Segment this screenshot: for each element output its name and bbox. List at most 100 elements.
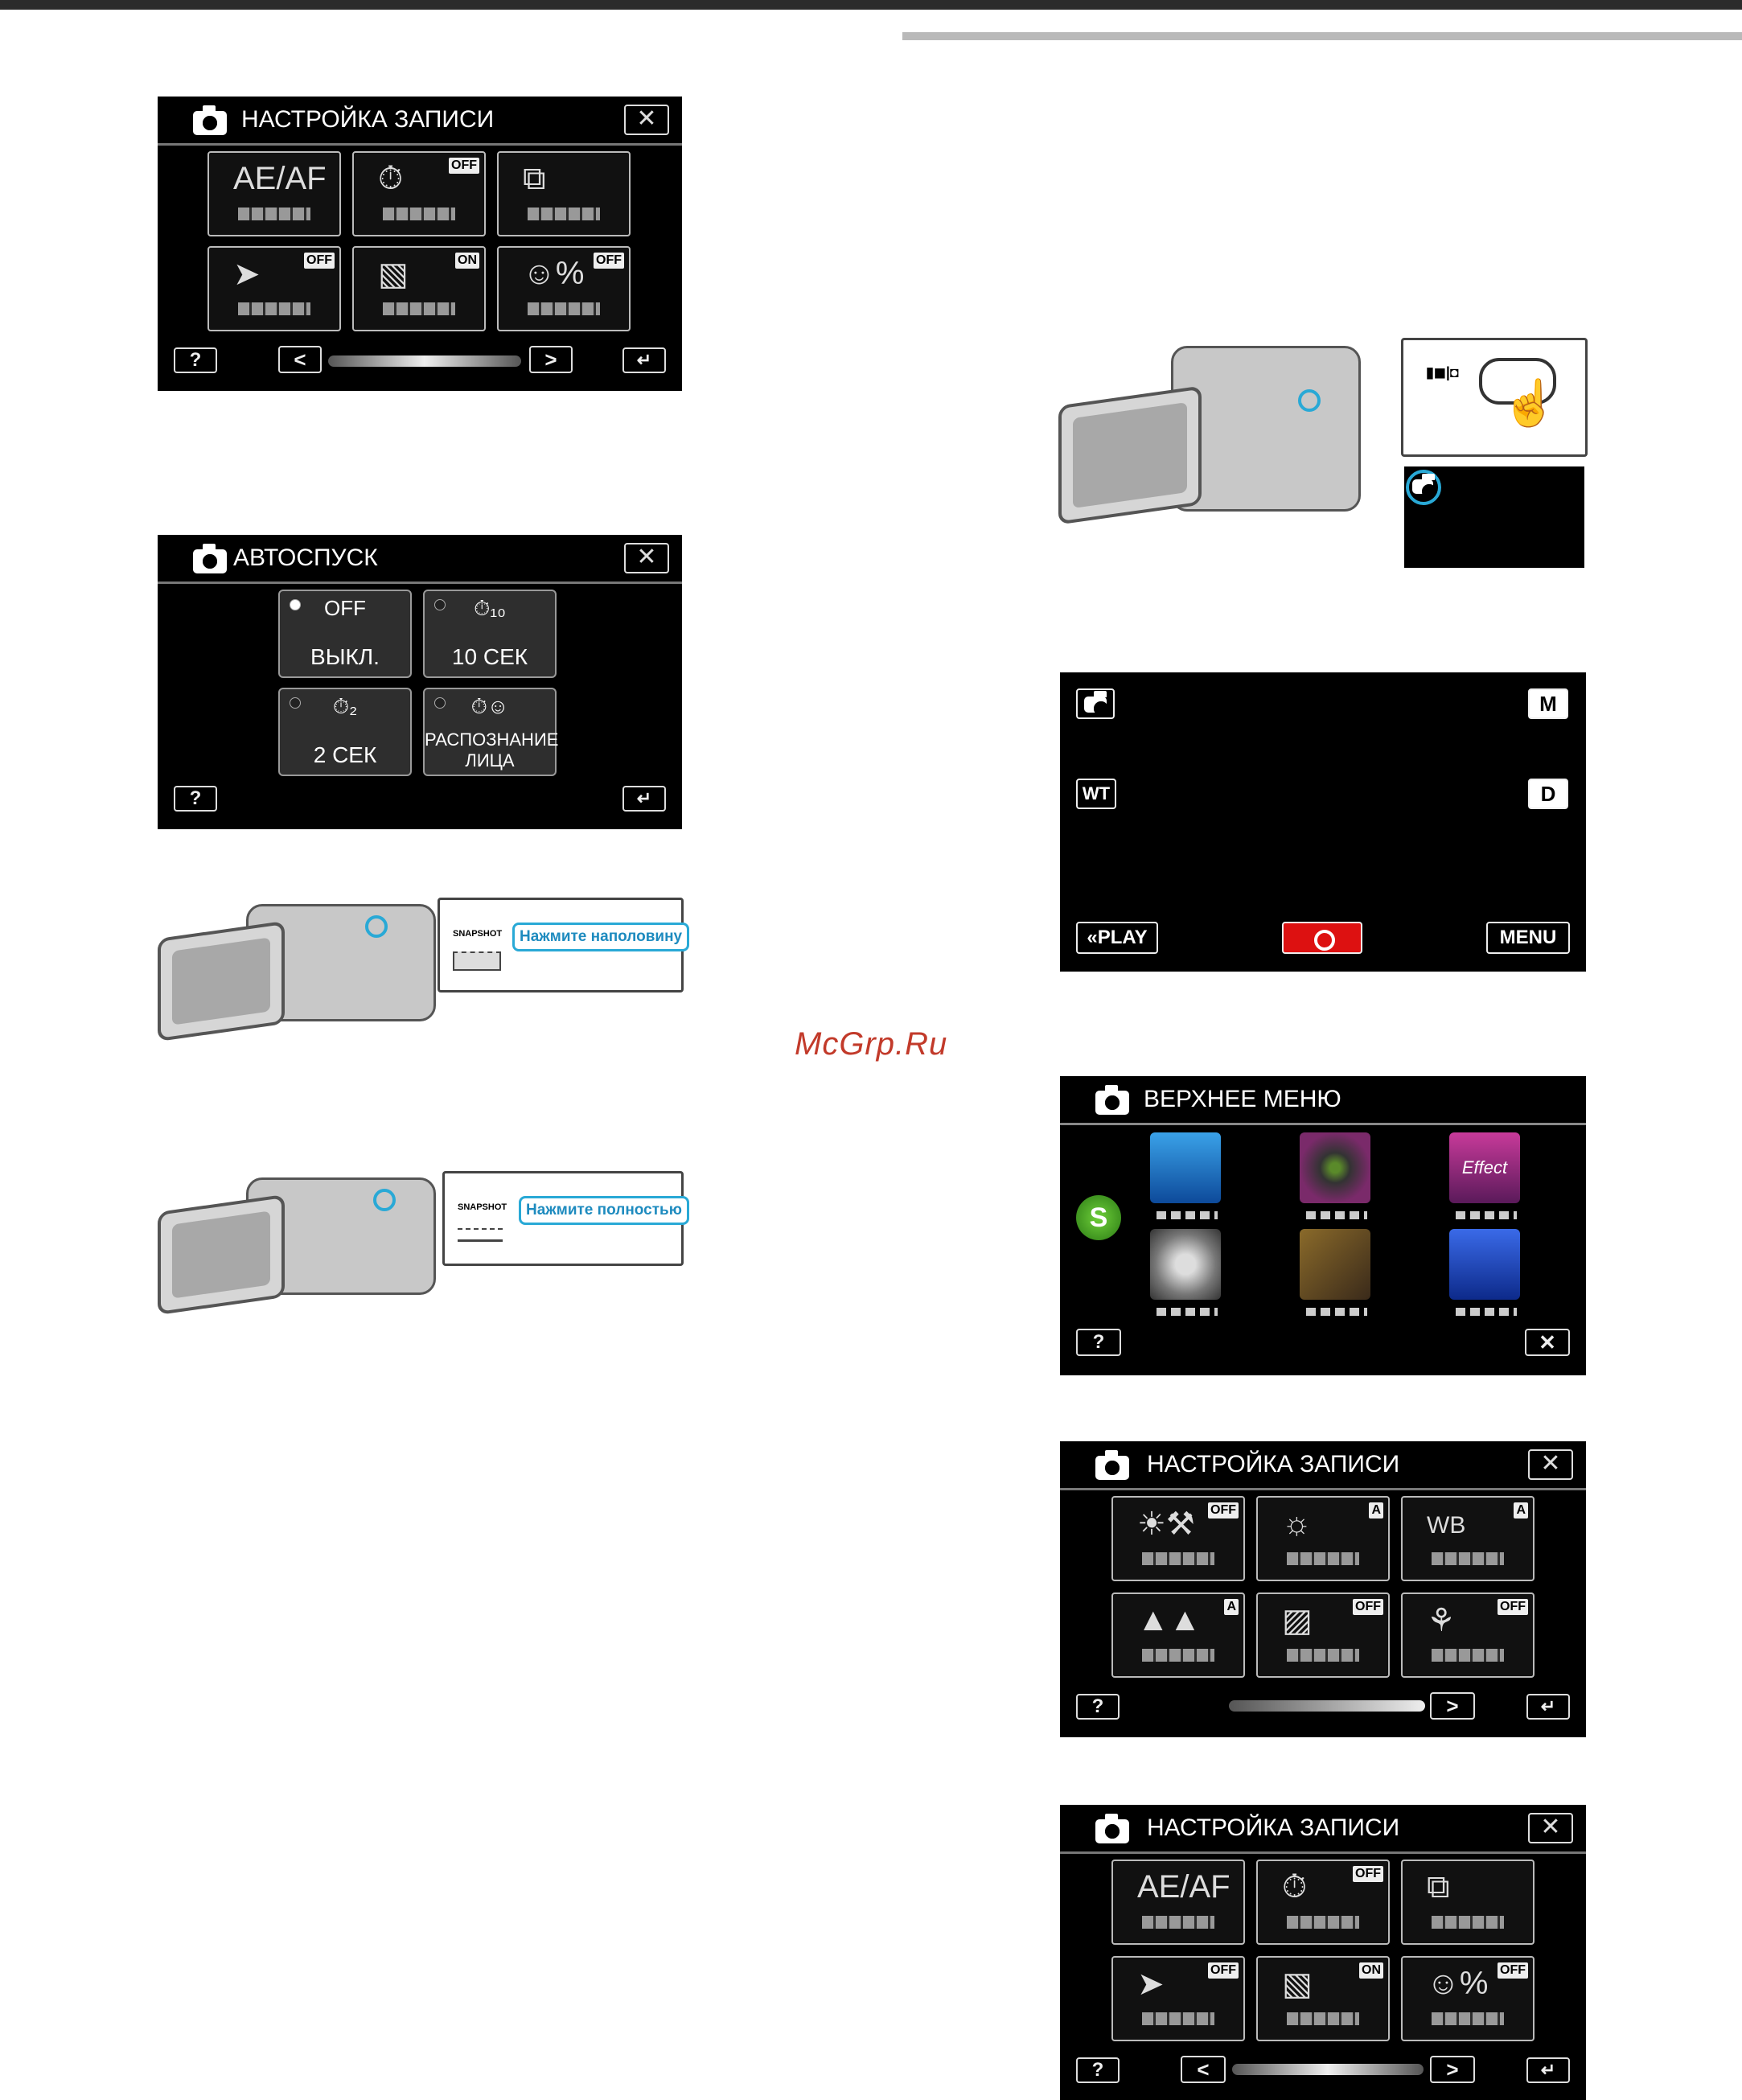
help-button[interactable]: ? — [174, 347, 217, 373]
setting-tile[interactable]: ☼A — [1256, 1496, 1390, 1581]
screen-header: ВЕРХНЕЕ МЕНЮ — [1060, 1076, 1586, 1125]
tile-label — [1287, 1649, 1359, 1662]
effect-icon[interactable]: Effect — [1449, 1132, 1520, 1203]
help-button[interactable]: ? — [1076, 1329, 1121, 1356]
close-button[interactable]: ✕ — [1528, 1449, 1573, 1480]
close-button[interactable]: ✕ — [1528, 1813, 1573, 1843]
manual-button[interactable]: M — [1528, 688, 1568, 719]
brightness-icon: ☼ — [1282, 1506, 1312, 1541]
prev-button[interactable]: < — [1181, 2056, 1226, 2083]
page-slider[interactable] — [328, 355, 521, 367]
status-badge: OFF — [1353, 1599, 1383, 1615]
back-button[interactable]: ↵ — [622, 347, 666, 373]
sd-card-icon[interactable] — [1449, 1229, 1520, 1300]
snapshot-button — [453, 951, 501, 971]
setting-tile[interactable]: ➤OFF — [207, 246, 341, 331]
setting-tile[interactable]: AE/AF — [1111, 1860, 1245, 1945]
timer-icon: ⏱ — [378, 161, 404, 196]
camera-icon — [1095, 1085, 1129, 1115]
status-badge: OFF — [1208, 1502, 1239, 1518]
record-button[interactable] — [1282, 922, 1362, 954]
screen-header: НАСТРОЙКА ЗАПИСИ ✕ — [158, 97, 682, 146]
zoom-wt-button[interactable]: WT — [1076, 779, 1116, 809]
setting-tile[interactable]: ▨OFF — [1256, 1592, 1390, 1678]
page-slider[interactable] — [1232, 2064, 1424, 2075]
setting-tile[interactable]: ⏱OFF — [1256, 1860, 1390, 1945]
setting-tile[interactable]: ☺%OFF — [1401, 1956, 1535, 2041]
frame-icon: ▧ — [1282, 1966, 1313, 2002]
camera-mode-button[interactable] — [1076, 688, 1115, 719]
tile-label — [1432, 1552, 1504, 1565]
setting-tile[interactable]: ☀⚒OFF — [1111, 1496, 1245, 1581]
status-badge: OFF — [594, 253, 624, 269]
next-button[interactable]: > — [1430, 2056, 1475, 2083]
timer-option-face[interactable]: ⏱☺ РАСПОЗНАНИЕ ЛИЦА — [423, 688, 558, 776]
tile-label — [1142, 2012, 1214, 2025]
timer-option-10s[interactable]: ⏱₁₀ 10 СЕК — [423, 590, 557, 678]
back-button[interactable]: ↵ — [1526, 2057, 1570, 2083]
menu-label — [1456, 1211, 1517, 1219]
snapshot-label: SNAPSHOT — [453, 929, 503, 939]
close-button[interactable]: ✕ — [1525, 1329, 1570, 1356]
hdmi-icon[interactable] — [1300, 1229, 1370, 1300]
status-badge: A — [1514, 1502, 1528, 1518]
menu-button[interactable]: MENU — [1486, 922, 1570, 954]
light-icon: ➤ — [233, 257, 261, 292]
help-button[interactable]: ? — [1076, 2057, 1120, 2083]
tile-label — [1142, 1649, 1214, 1662]
tile-label — [238, 208, 310, 220]
next-button[interactable]: > — [1430, 1692, 1475, 1720]
gear-icon[interactable] — [1150, 1229, 1221, 1300]
tile-label — [1142, 1916, 1214, 1929]
setting-tile[interactable]: AE/AF — [207, 151, 341, 236]
screen-header: АВТОСПУСК ✕ — [158, 535, 682, 584]
smart-icon[interactable]: S — [1076, 1195, 1121, 1240]
close-button[interactable]: ✕ — [624, 105, 669, 135]
tile-label — [1287, 1552, 1359, 1565]
back-button[interactable]: ↵ — [1526, 1694, 1570, 1720]
burst-icon: ⧉ — [523, 161, 546, 196]
setting-tile[interactable]: ➤OFF — [1111, 1956, 1245, 2041]
frame-icon: ▧ — [378, 257, 409, 292]
setting-tile[interactable]: ⏱OFF — [352, 151, 486, 236]
display-button[interactable]: D — [1528, 779, 1568, 809]
selected-indicator — [434, 697, 446, 709]
setting-tile[interactable]: ▲▲ A — [1111, 1592, 1245, 1678]
smile-icon: ☺% — [1427, 1966, 1489, 2001]
play-button[interactable]: «PLAY — [1076, 922, 1158, 954]
setting-tile[interactable]: ⚘OFF — [1401, 1592, 1535, 1678]
option-label: 2 СЕК — [313, 742, 377, 767]
timer-10-icon: ⏱₁₀ — [474, 596, 506, 620]
help-button[interactable]: ? — [174, 786, 217, 812]
screen-header: НАСТРОЙКА ЗАПИСИ ✕ — [1060, 1805, 1586, 1854]
screen-header: НАСТРОЙКА ЗАПИСИ ✕ — [1060, 1441, 1586, 1490]
camcorder-illustration-half: SNAPSHOT Нажмите наполовину — [158, 893, 690, 1042]
page-slider[interactable] — [1229, 1700, 1425, 1712]
timer-option-2s[interactable]: ⏱₂ 2 СЕК — [278, 688, 412, 776]
timer-option-off[interactable]: OFF ВЫКЛ. — [278, 590, 412, 678]
prev-button[interactable]: < — [278, 346, 322, 373]
status-badge: A — [1224, 1599, 1239, 1615]
camera-mode-highlight — [1406, 470, 1441, 505]
setting-tile[interactable]: ▧ON — [352, 246, 486, 331]
screen-title: НАСТРОЙКА ЗАПИСИ — [1147, 1814, 1400, 1841]
press-full-tag: Нажмите полностью — [519, 1196, 689, 1225]
close-button[interactable]: ✕ — [624, 543, 669, 573]
menu-label — [1306, 1211, 1367, 1219]
back-button[interactable]: ↵ — [622, 786, 666, 812]
camera-icon — [193, 105, 227, 135]
setting-tile[interactable]: ▧ON — [1256, 1956, 1390, 2041]
next-button[interactable]: > — [529, 346, 573, 373]
timer-icon: ⏱ — [1282, 1869, 1308, 1905]
setting-tile[interactable]: ⧉ — [1401, 1860, 1535, 1945]
menu-label — [1157, 1211, 1218, 1219]
setting-tile[interactable]: ⧉ — [497, 151, 631, 236]
rec-setting-screen-1: НАСТРОЙКА ЗАПИСИ ✕ AE/AF ⏱OFF ⧉ ➤OFF ▧ON… — [158, 97, 682, 391]
scene-icon: ▲▲ — [1137, 1602, 1202, 1638]
help-button[interactable]: ? — [1076, 1694, 1120, 1720]
setting-tile[interactable]: ☺%OFF — [497, 246, 631, 331]
lens-icon[interactable] — [1300, 1132, 1370, 1203]
tile-label — [1287, 1916, 1359, 1929]
wifi-icon[interactable] — [1150, 1132, 1221, 1203]
